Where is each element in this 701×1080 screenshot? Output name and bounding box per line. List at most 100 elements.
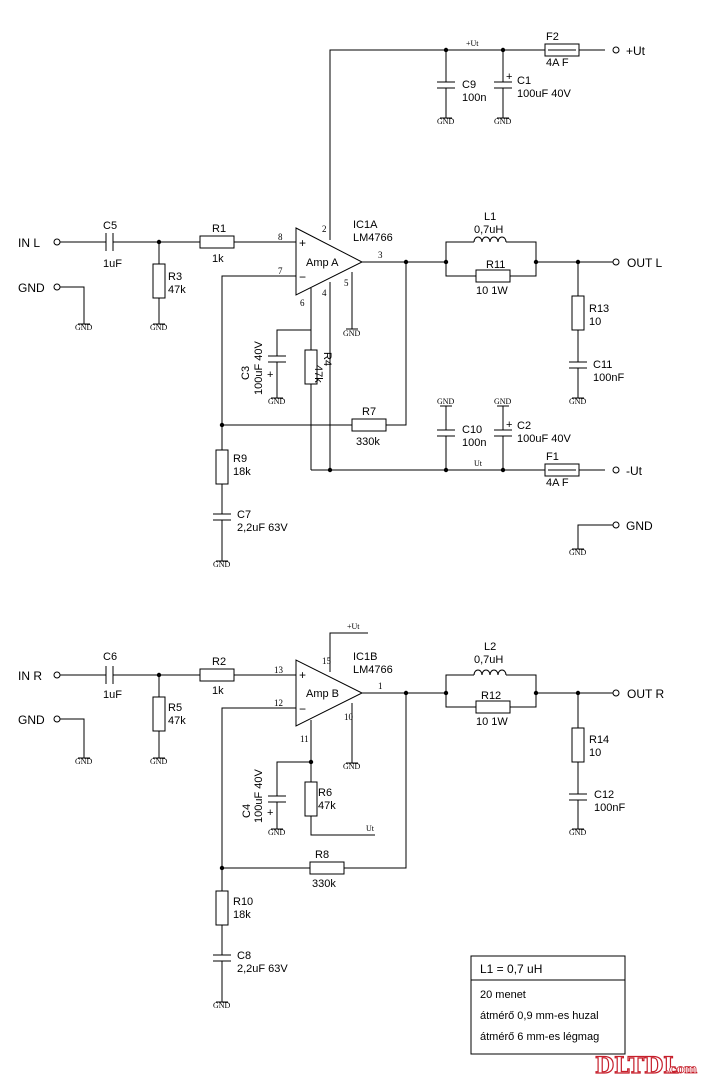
- r4-value: 47k: [312, 365, 324, 383]
- svg-text:GND: GND: [437, 117, 455, 126]
- svg-text:GND: GND: [213, 560, 231, 569]
- svg-text:2: 2: [322, 224, 327, 234]
- pos-supply-terminal: [612, 46, 620, 54]
- watermark-logo: DLTDL .com: [594, 1052, 697, 1079]
- r10-value: 18k: [233, 909, 251, 921]
- f2-value: 4A F: [546, 57, 569, 69]
- c3-name: C3: [240, 366, 252, 380]
- coil-note-box: L1 = 0,7 uH 20 menet átmérő 0,9 mm-es hu…: [470, 955, 626, 1055]
- c2-name: C2: [517, 420, 531, 432]
- svg-text:GND: GND: [150, 757, 168, 766]
- svg-text:15: 15: [322, 656, 332, 666]
- out-r-terminal: [612, 689, 620, 697]
- l1-name: L1: [484, 211, 496, 223]
- c1-value: 100uF 40V: [517, 88, 571, 100]
- in-r-label: IN R: [18, 669, 42, 683]
- ic1b-part: LM4766: [353, 664, 393, 676]
- svg-text:8: 8: [278, 232, 283, 242]
- c8-value: 2,2uF 63V: [237, 963, 288, 975]
- r4-resistor: [304, 349, 318, 385]
- svg-text:+: +: [267, 369, 273, 381]
- r1-name: R1: [212, 223, 226, 235]
- svg-text:GND: GND: [569, 828, 587, 837]
- r13-value: 10: [589, 316, 601, 328]
- svg-text:+Ut: +Ut: [347, 622, 360, 631]
- note-line1: 20 menet: [480, 989, 526, 1001]
- amp-a-opamp: [295, 227, 364, 296]
- r1-value: 1k: [212, 253, 224, 265]
- svg-text:5: 5: [344, 278, 349, 288]
- svg-text:−: −: [299, 702, 306, 716]
- r4-name: R4: [321, 352, 333, 366]
- r11-resistor: [475, 269, 511, 283]
- svg-text:Ut: Ut: [366, 824, 375, 833]
- gnd-r-in-label: GND: [18, 713, 45, 727]
- c4-name: C4: [241, 804, 253, 818]
- svg-text:GND: GND: [343, 329, 361, 338]
- r8-value: 330k: [312, 878, 336, 890]
- in-l-terminal: [53, 238, 61, 246]
- l2-inductor: [473, 669, 507, 676]
- svg-text:GND: GND: [494, 397, 512, 406]
- l1-value: 0,7uH: [474, 224, 503, 236]
- svg-text:+: +: [506, 419, 512, 431]
- c11-name: C11: [593, 359, 612, 371]
- r11-value: 10 1W: [476, 285, 508, 297]
- svg-text:GND: GND: [213, 1001, 231, 1010]
- r7-resistor: [351, 418, 387, 432]
- r8-resistor: [309, 861, 345, 875]
- svg-text:+: +: [299, 668, 306, 682]
- r14-value: 10: [589, 747, 601, 759]
- r3-name: R3: [168, 271, 182, 283]
- c1-name: C1: [517, 75, 531, 87]
- r11-name: R11: [486, 259, 505, 271]
- svg-text:+: +: [299, 236, 306, 250]
- c2-value: 100uF 40V: [517, 433, 571, 445]
- pos-net-label: +Ut: [466, 39, 479, 48]
- c11-value: 100nF: [593, 372, 624, 384]
- gnd-r-in-terminal: [53, 715, 61, 723]
- out-r-label: OUT R: [627, 687, 664, 701]
- r6-resistor: [304, 781, 318, 817]
- svg-text:GND: GND: [569, 548, 587, 557]
- r13-resistor: [571, 295, 585, 331]
- svg-text:GND: GND: [494, 117, 512, 126]
- neg-supply-terminal: [612, 466, 620, 474]
- svg-text:1: 1: [378, 681, 383, 691]
- r12-resistor: [475, 700, 511, 714]
- gnd-supply-terminal: [612, 521, 620, 529]
- svg-text:3: 3: [378, 250, 383, 260]
- r2-resistor: [199, 668, 235, 682]
- note-line3: átmérő 6 mm-es légmag: [480, 1031, 599, 1043]
- r9-resistor: [215, 449, 229, 485]
- r13-name: R13: [589, 303, 609, 315]
- gnd-label: GND: [75, 323, 93, 332]
- c5-name: C5: [103, 220, 117, 232]
- c9-name: C9: [462, 79, 476, 91]
- r8-name: R8: [315, 849, 329, 861]
- neg-net-label: Ut: [474, 459, 483, 468]
- neg-supply-label: -Ut: [626, 464, 643, 478]
- gnd-supply-label: GND: [626, 519, 653, 533]
- r2-value: 1k: [212, 685, 224, 697]
- r12-name: R12: [481, 690, 501, 702]
- f2-name: F2: [546, 31, 559, 43]
- r7-value: 330k: [356, 436, 380, 448]
- c3-value: 100uF 40V: [253, 341, 265, 395]
- svg-text:13: 13: [274, 665, 284, 675]
- c12-name: C12: [594, 789, 614, 801]
- out-l-label: OUT L: [627, 256, 662, 270]
- c9-value: 100n: [462, 92, 486, 104]
- f1-value: 4A F: [546, 477, 569, 489]
- r14-resistor: [571, 727, 585, 763]
- c8-name: C8: [237, 950, 251, 962]
- svg-text:GND: GND: [150, 323, 168, 332]
- c7-name: C7: [237, 509, 251, 521]
- pos-supply-label: +Ut: [626, 44, 646, 58]
- ic1b-name: IC1B: [353, 651, 377, 663]
- c12-value: 100nF: [594, 802, 625, 814]
- svg-text:GND: GND: [569, 397, 587, 406]
- r10-name: R10: [233, 896, 253, 908]
- c7-value: 2,2uF 63V: [237, 522, 288, 534]
